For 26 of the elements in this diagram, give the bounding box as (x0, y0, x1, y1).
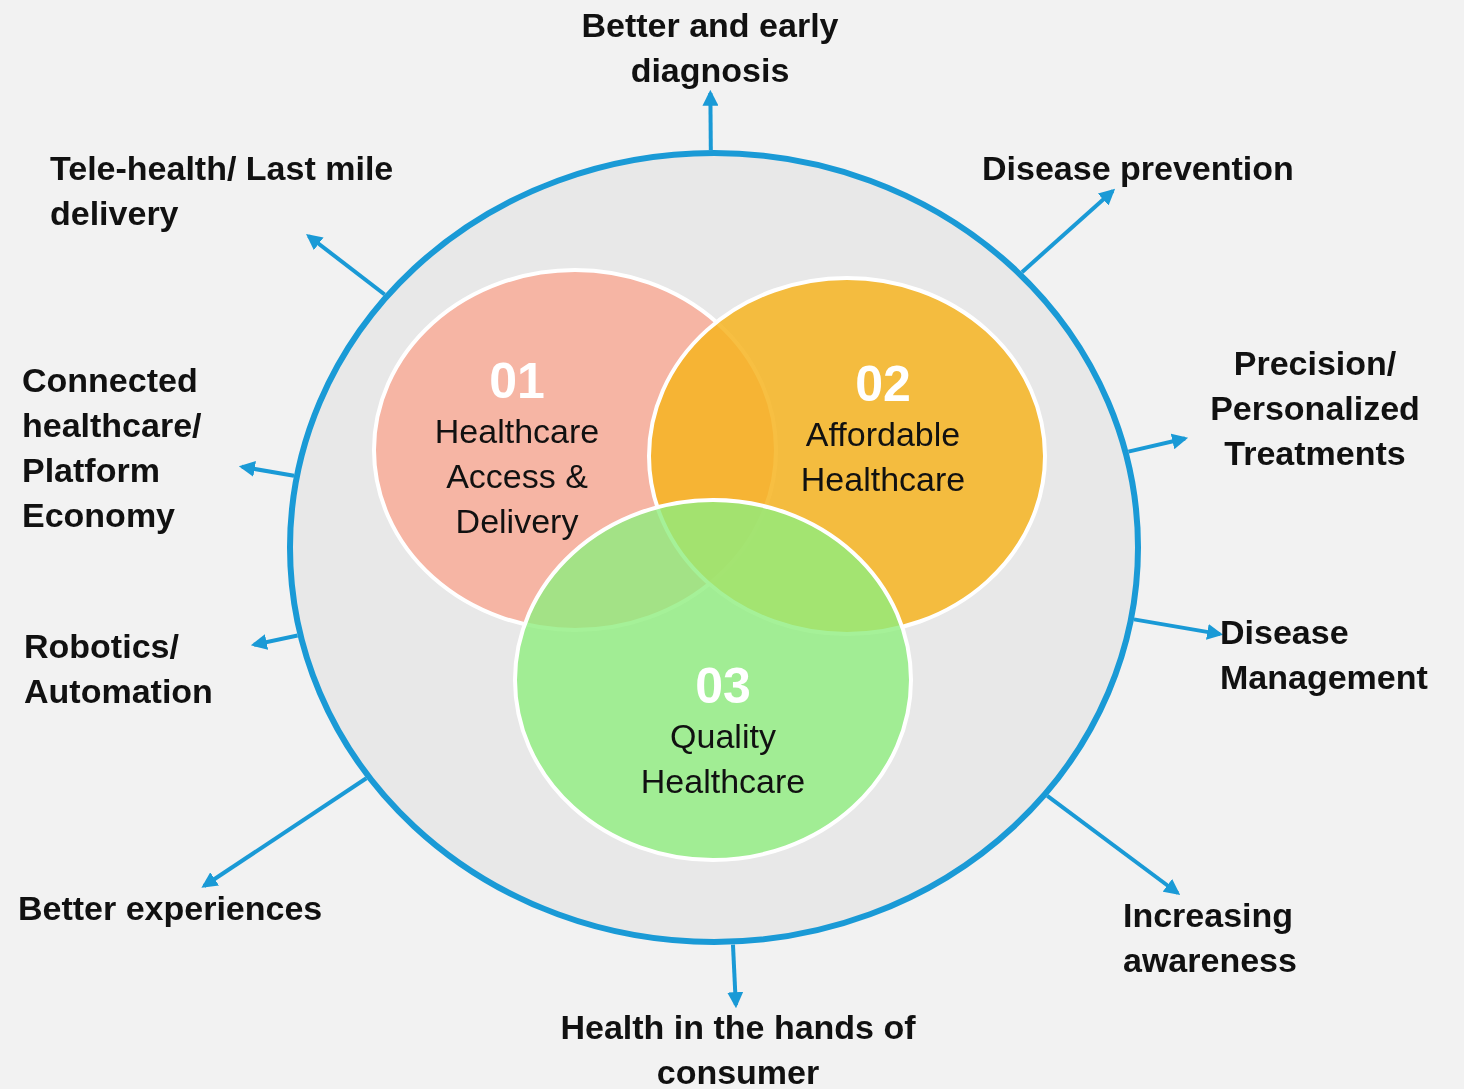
circle-number: 02 (855, 356, 911, 412)
outcome-label: Robotics/ Automation (24, 624, 254, 714)
outcome-label: Health in the hands of consumer (558, 1005, 918, 1089)
arrow (1127, 433, 1189, 454)
circle-label: Affordable Healthcare (799, 414, 967, 500)
circle-label: Healthcare Access & Delivery (433, 411, 601, 542)
arrow (1020, 188, 1116, 274)
arrow (702, 89, 719, 151)
outcome-label: Better experiences (18, 886, 323, 931)
outcome-label: Increasing awareness (1123, 893, 1353, 983)
outcome-label: Precision/ Personalized Treatments (1185, 341, 1445, 476)
arrow (1133, 617, 1224, 640)
arrow (201, 776, 368, 888)
arrow (250, 633, 298, 650)
outcome-label: Better and early diagnosis (550, 3, 870, 93)
circle-label: Quality Healthcare (639, 716, 807, 802)
circle-number: 03 (695, 658, 751, 714)
outcome-label: Connected healthcare/ Platform Economy (22, 358, 242, 538)
arrow (727, 944, 744, 1009)
outcome-label: Disease prevention (982, 146, 1294, 191)
arrow (1046, 794, 1181, 895)
arrow (238, 461, 295, 478)
outcome-label: Disease Management (1220, 610, 1464, 700)
arrow (306, 234, 386, 297)
circle-number: 01 (489, 353, 545, 409)
outcome-label: Tele-health/ Last mile delivery (50, 146, 450, 236)
